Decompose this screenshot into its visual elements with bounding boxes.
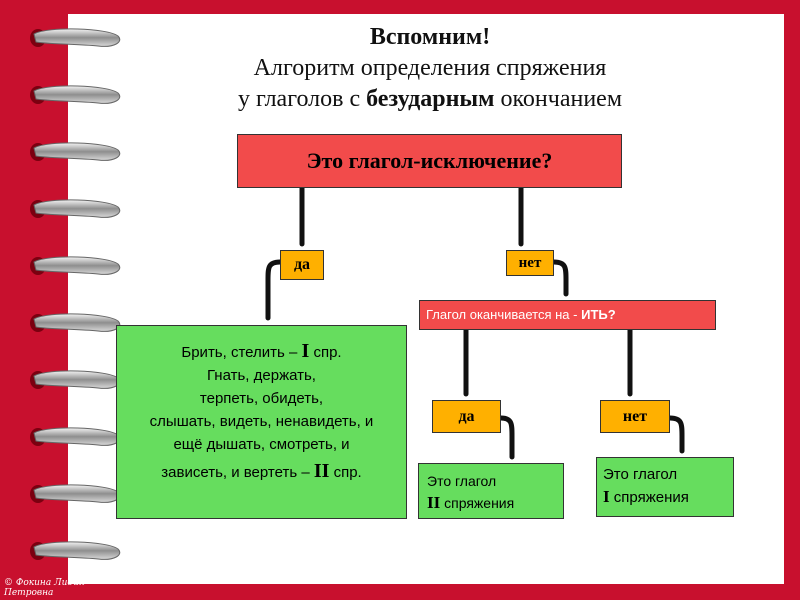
result-first-conjugation: Это глагол I спряжения	[596, 457, 734, 517]
title-line-3-end: окончанием	[494, 86, 623, 112]
result-i-line-1: Это глагол	[603, 466, 678, 483]
question-ending-bold: ИТЬ?	[581, 307, 616, 322]
result-i-line-2: I спряжения	[603, 486, 733, 509]
branch-yes-label: да	[280, 250, 324, 280]
slide-title: Вспомним! Алгоритм определения спряжения…	[150, 22, 710, 115]
notebook-ring-icon	[30, 427, 121, 446]
question-ending-it: Глагол оканчивается на - ИТЬ?	[419, 300, 716, 330]
notebook-ring-icon	[30, 313, 121, 332]
branch-no-label-2: нет	[600, 400, 670, 433]
title-line-1: Вспомним!	[369, 24, 491, 50]
question-ending-text: Глагол оканчивается на -	[426, 307, 582, 322]
result-ii-line-1: Это глагол	[427, 473, 497, 489]
title-line-3: у глаголов с безударным окончанием	[150, 84, 710, 115]
exceptions-line-4: слышать, видеть, ненавидеть, и	[149, 413, 374, 430]
conjugation-ii-numeral: II	[313, 460, 330, 482]
exceptions-line-6-text: зависеть, и вертеть –	[161, 464, 314, 481]
title-line-3-bold: безударным	[366, 86, 495, 112]
exceptions-line-2: Гнать, держать,	[207, 367, 316, 384]
exceptions-line-3: терпеть, обидеть,	[199, 390, 324, 407]
result-i-numeral: I	[603, 487, 610, 506]
notebook-ring-icon	[30, 541, 121, 560]
exceptions-list: Брить, стелить – I спр. Гнать, держать, …	[116, 325, 407, 519]
conjugation-i-numeral: I	[301, 340, 310, 362]
notebook-ring-icon	[30, 28, 121, 47]
notebook-ring-icon	[30, 256, 121, 275]
result-ii-line-2: II спряжения	[427, 492, 563, 514]
notebook-ring-icon	[30, 142, 121, 161]
copyright-signature: © Фокина Лидия Петровна	[4, 578, 85, 598]
result-ii-text: спряжения	[440, 495, 515, 511]
title-line-2: Алгоритм определения спряжения	[253, 55, 607, 81]
branch-no-label: нет	[506, 250, 554, 276]
result-ii-numeral: II	[427, 493, 441, 512]
exceptions-line-1-text: Брить, стелить –	[181, 344, 302, 361]
branch-yes-label-2: да	[432, 400, 501, 433]
notebook-binding	[30, 28, 121, 560]
notebook-ring-icon	[30, 199, 121, 218]
result-i-text: спряжения	[609, 489, 689, 506]
notebook-ring-icon	[30, 370, 121, 389]
notebook-ring-icon	[30, 484, 121, 503]
exceptions-line-6-end: спр.	[329, 464, 362, 481]
notebook-ring-icon	[30, 85, 121, 104]
result-second-conjugation: Это глагол II спряжения	[418, 463, 564, 519]
question-exception: Это глагол-исключение?	[237, 134, 622, 188]
exceptions-line-5: ещё дышать, смотреть, и	[173, 436, 350, 453]
exceptions-line-1: Брить, стелить – I спр.	[117, 340, 406, 364]
title-line-3-start: у глаголов с	[237, 86, 367, 112]
exceptions-line-6: зависеть, и вертеть – II спр.	[117, 460, 406, 484]
exceptions-line-1-end: спр.	[309, 344, 342, 361]
